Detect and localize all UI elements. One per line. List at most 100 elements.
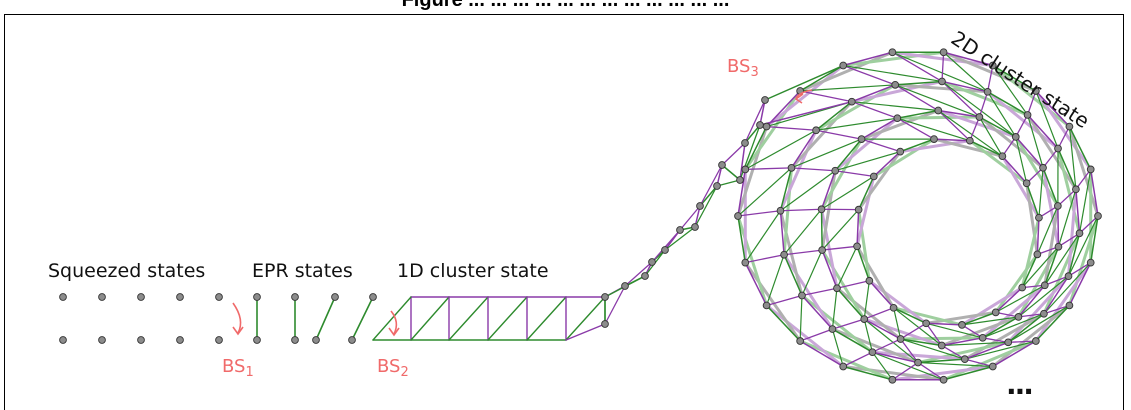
squeezed-states-label: Squeezed states [48, 260, 206, 282]
bs1-arrow [232, 302, 242, 334]
torus-node [796, 337, 804, 345]
torus-edge [894, 80, 943, 86]
torus-node [734, 212, 742, 220]
torus-cross-edge [1057, 188, 1077, 248]
torus-back-edge [798, 50, 894, 93]
torus-edge [765, 90, 801, 128]
helix-node [696, 202, 704, 210]
helix-edge [699, 185, 718, 207]
torus-back-edge [743, 261, 802, 343]
torus-cross-edge [964, 358, 994, 368]
torus-edge [863, 318, 902, 340]
torus-node [1023, 111, 1032, 119]
torus-cross-edge [801, 287, 838, 297]
torus-back-edge [1000, 154, 1041, 220]
torus-edge [856, 245, 871, 282]
torus-back-edge [857, 208, 871, 283]
torus-cross-edge [892, 307, 943, 347]
torus-node [922, 319, 930, 328]
torus-cross-edge [863, 318, 919, 364]
torus-node [817, 205, 826, 214]
torus-cross-edge [943, 51, 989, 93]
torus-node [1064, 272, 1073, 280]
torus-cross-edge [894, 84, 980, 118]
torus-edge [941, 80, 989, 93]
helix-node [601, 320, 609, 328]
torus-node [938, 77, 946, 86]
torus-node [798, 291, 806, 300]
torus-node [828, 325, 837, 333]
torus-cross-edge [765, 294, 803, 307]
torus-node [1022, 179, 1031, 188]
torus-cross-edge [1078, 168, 1092, 234]
torus-node [1054, 144, 1062, 153]
helix-node [761, 96, 769, 104]
squeezed-node [215, 293, 223, 301]
torus-cross-edge [941, 341, 1009, 347]
torus-node [893, 114, 902, 123]
torus-back-edge [1056, 147, 1082, 235]
epr-node [253, 293, 261, 301]
torus-edge [986, 91, 1029, 116]
torus-cross-edge [1015, 114, 1029, 138]
helix-edge [764, 64, 844, 101]
torus-cross-edge [937, 109, 1004, 157]
torus-back-edge [1041, 166, 1060, 249]
torus-edge [1035, 90, 1071, 128]
torus-node [1040, 281, 1049, 290]
torus-cross-edge [821, 245, 858, 251]
torus-cross-edge [891, 361, 919, 381]
torus-node [1094, 212, 1102, 220]
torus-cross-edge [831, 318, 865, 330]
torus-back-edge [916, 340, 1010, 365]
torus-cross-edge [1067, 215, 1099, 277]
torus-back-edge [872, 137, 936, 178]
torus-cross-edge [892, 307, 902, 340]
bs1-arrow-head [232, 326, 244, 336]
torus-back-edge [782, 166, 794, 257]
torus-edge [1067, 232, 1081, 277]
torus-cross-edge [765, 254, 785, 307]
helix-node [676, 226, 684, 234]
torus-cross-edge [871, 338, 902, 353]
torus-node [1033, 250, 1042, 259]
torus-cross-edge [799, 84, 896, 92]
torus-back-edge [800, 293, 874, 354]
torus-cross-edge [863, 280, 870, 320]
torus-node [839, 362, 848, 371]
torus-edge [896, 109, 940, 119]
torus-cross-edge [1043, 304, 1071, 315]
torus-cross-edge [779, 208, 823, 212]
torus-edge [1021, 253, 1039, 289]
torus-node [812, 126, 820, 135]
torus-cross-edge [1042, 147, 1059, 169]
squeezed-node [137, 336, 145, 344]
torus-back-edge [1025, 181, 1039, 256]
torus-node [930, 135, 938, 143]
torus-back-edge [743, 89, 802, 171]
torus-node [868, 348, 877, 357]
torus-cross-edge [1015, 136, 1028, 184]
torus-edge [1089, 168, 1099, 217]
torus-cross-edge [744, 254, 785, 264]
torus-back-edge [855, 174, 876, 248]
torus-back-edge [1006, 274, 1070, 344]
helix-edge [739, 142, 746, 181]
torus-cross-edge [896, 117, 935, 140]
torus-edge [994, 286, 1023, 314]
torus-cross-edge [831, 287, 838, 330]
torus-back-edge [841, 50, 946, 68]
helix-edge [679, 205, 701, 231]
helix-edge [604, 285, 626, 325]
torus-back-edge [898, 139, 972, 154]
torus-cross-edge [834, 170, 875, 178]
torus-node [914, 358, 922, 367]
torus-edge [1043, 275, 1070, 315]
helix-edge [759, 99, 766, 126]
torus-back-edge [765, 64, 845, 129]
torus-back-edge [890, 364, 995, 382]
torus-cross-edge [779, 170, 836, 212]
torus-node [847, 97, 856, 106]
torus-cross-edge [891, 51, 989, 93]
torus-edge [851, 84, 896, 103]
